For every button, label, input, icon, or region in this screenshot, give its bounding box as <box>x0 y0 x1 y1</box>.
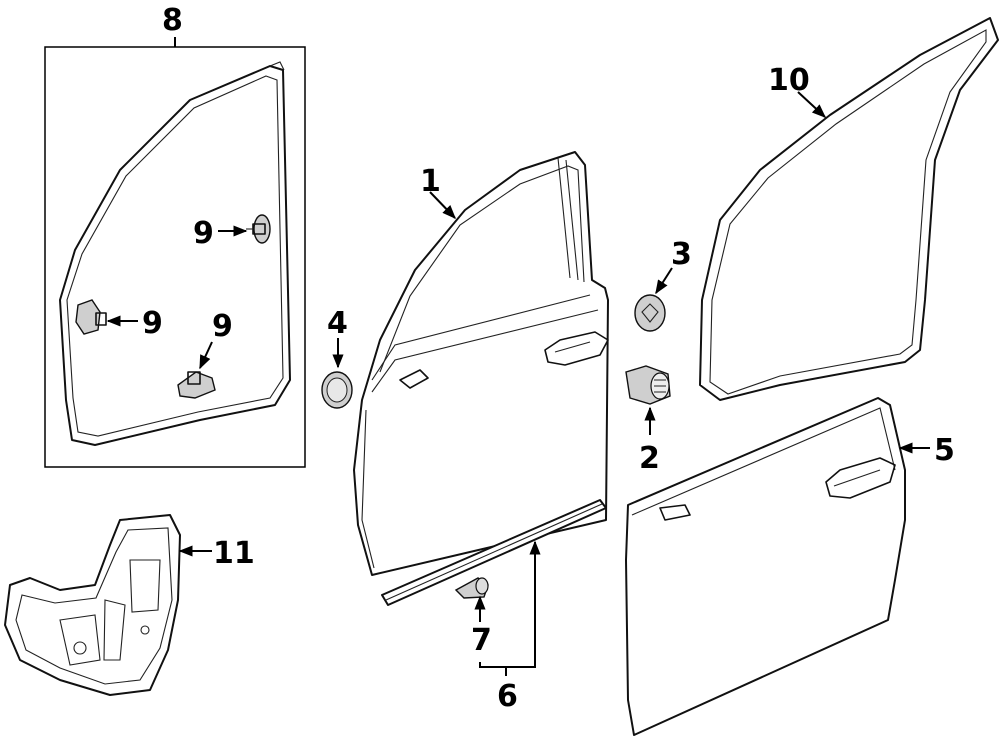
callout-1: 1 <box>420 164 441 199</box>
clip-9-upper <box>246 214 271 244</box>
part-11-deflector <box>4 514 181 696</box>
callout-4: 4 <box>327 306 348 341</box>
clip-9-left <box>75 299 107 335</box>
callout-10: 10 <box>768 63 810 98</box>
callout-2: 2 <box>639 441 660 476</box>
part-4-plug <box>321 371 353 409</box>
callout-3: 3 <box>671 237 692 272</box>
callout-9-left: 9 <box>142 306 163 341</box>
leader-9c <box>199 341 213 370</box>
callout-6: 6 <box>497 679 518 714</box>
clip-9-bottom <box>177 371 216 399</box>
part-2-plug <box>625 365 671 405</box>
leader-1 <box>429 191 456 220</box>
door-weatherstrip-8 <box>59 65 291 446</box>
callout-5: 5 <box>934 433 955 468</box>
leader-6 <box>479 540 541 668</box>
callout-8: 8 <box>162 3 183 38</box>
part-1-door-assembly <box>353 151 609 576</box>
part-7-clip <box>454 577 489 599</box>
part-8-inset <box>44 37 306 468</box>
callout-11: 11 <box>213 536 255 571</box>
callout-9-bottom: 9 <box>212 309 233 344</box>
part-3-grommet <box>634 294 666 332</box>
part-5-door-panel <box>625 397 906 736</box>
leader-3 <box>655 267 673 295</box>
leader-10 <box>797 91 827 118</box>
callout-9-upper: 9 <box>193 216 214 251</box>
part-6-belt-moulding <box>381 499 607 606</box>
callout-7: 7 <box>471 623 492 658</box>
part-10-body-weatherstrip <box>699 17 999 401</box>
